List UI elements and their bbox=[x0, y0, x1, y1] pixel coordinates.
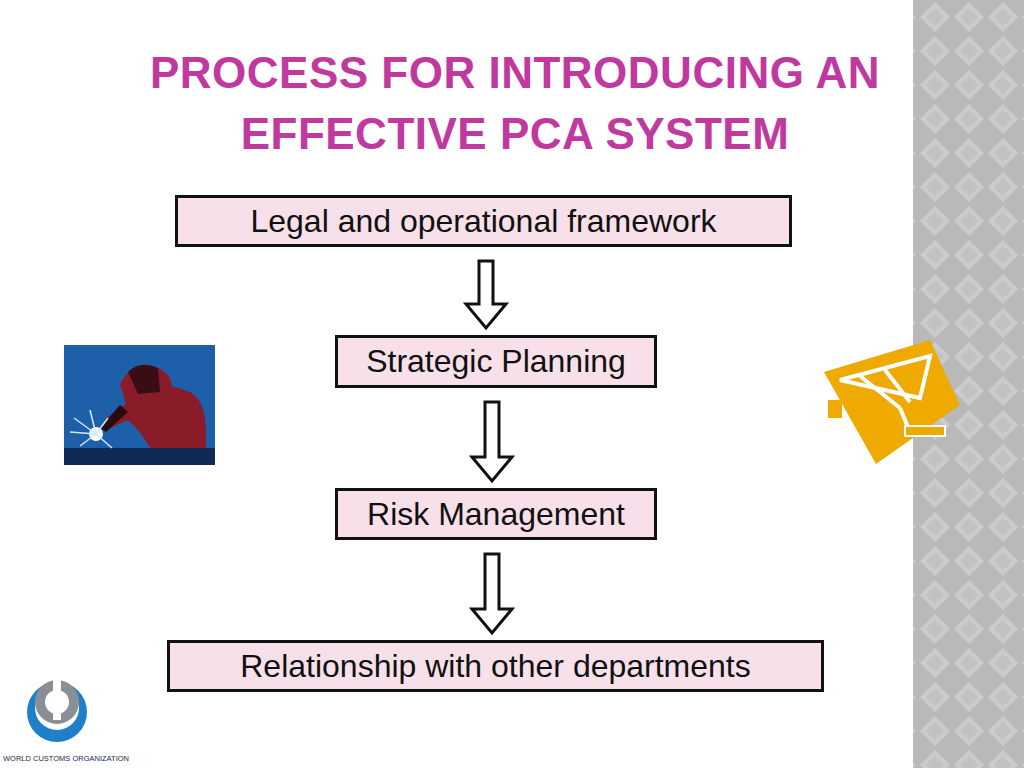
process-box: Strategic Planning bbox=[335, 335, 657, 388]
process-box: Legal and operational framework bbox=[175, 195, 792, 247]
box-label: Relationship with other departments bbox=[240, 648, 751, 685]
process-box: Relationship with other departments bbox=[167, 640, 824, 692]
flow-arrow bbox=[472, 554, 512, 633]
crane-icon bbox=[824, 340, 960, 464]
box-label: Strategic Planning bbox=[366, 343, 626, 380]
organization-logo bbox=[27, 680, 87, 742]
slide-title: PROCESS FOR INTRODUCING AN EFFECTIVE PCA… bbox=[90, 42, 940, 164]
box-label: Legal and operational framework bbox=[250, 203, 716, 240]
box-label: Risk Management bbox=[367, 496, 625, 533]
welder-illustration bbox=[64, 345, 215, 465]
process-box: Risk Management bbox=[335, 488, 657, 540]
flow-arrow bbox=[472, 402, 512, 481]
flow-arrow bbox=[466, 261, 506, 328]
organization-name: WORLD CUSTOMS ORGANIZATION bbox=[3, 754, 129, 763]
